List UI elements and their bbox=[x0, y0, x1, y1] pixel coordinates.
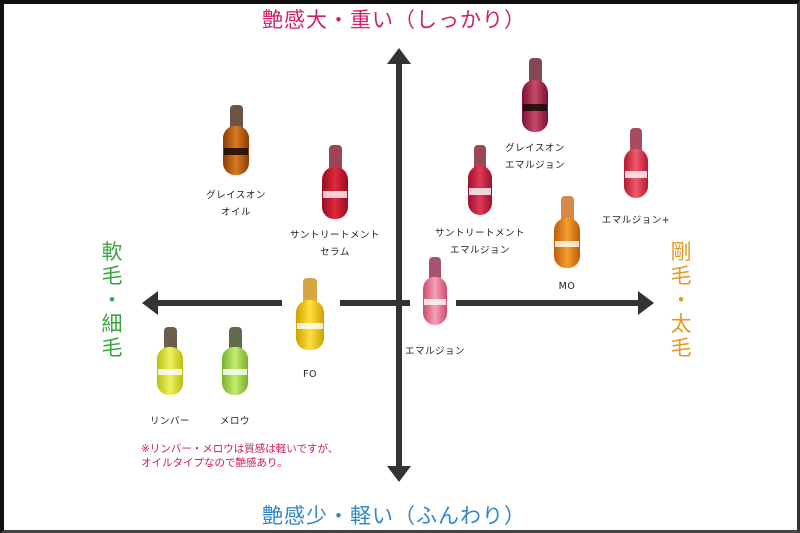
product-mellow: メロウ bbox=[205, 327, 265, 430]
bottle-icon bbox=[423, 257, 447, 325]
product-name: MO bbox=[558, 281, 576, 292]
product-mo: MO bbox=[537, 196, 597, 295]
product-name: グレイスオン エマルジョン bbox=[504, 143, 565, 171]
horizontal-axis-line-mid bbox=[340, 300, 410, 306]
product-name: リンバー bbox=[149, 416, 190, 427]
product-name: エマルジョン bbox=[404, 346, 465, 357]
footnote: ※リンバー・メロウは質感は軽いですが、 オイルタイプなので艶感あり。 bbox=[141, 443, 339, 469]
bottle-icon bbox=[522, 58, 548, 132]
product-emulsion: エマルジョン bbox=[395, 257, 475, 360]
product-grayson-oil: グレイスオン オイル bbox=[196, 105, 276, 221]
axis-label-bottom: 艶感少・軽い（ふんわり） bbox=[262, 504, 526, 528]
product-name: FO bbox=[303, 369, 317, 380]
horizontal-axis-line-left bbox=[158, 300, 282, 306]
product-name: エマルジョン+ bbox=[601, 215, 671, 226]
arrow-up-icon bbox=[387, 48, 411, 64]
axis-label-left: 軟 毛 ・ 細 毛 bbox=[101, 240, 123, 360]
product-sun-treatment-emulsion: サントリートメント エマルジョン bbox=[425, 145, 535, 259]
product-limber: リンバー bbox=[140, 327, 200, 430]
product-fo: FO bbox=[280, 278, 340, 383]
product-name: サントリートメント セラム bbox=[289, 230, 380, 258]
product-name: グレイスオン オイル bbox=[206, 190, 266, 218]
vertical-axis-line bbox=[396, 62, 402, 467]
bottle-icon bbox=[322, 145, 348, 219]
axis-label-top: 艶感大・重い（しっかり） bbox=[262, 8, 526, 32]
bottle-icon bbox=[157, 327, 183, 395]
arrow-down-icon bbox=[387, 466, 411, 482]
bottle-icon bbox=[624, 128, 648, 198]
bottle-icon bbox=[222, 327, 248, 395]
product-grayson-emulsion: グレイスオン エマルジョン bbox=[495, 58, 575, 174]
bottle-icon bbox=[468, 145, 492, 215]
bottle-icon bbox=[554, 196, 580, 268]
product-sun-treatment-serum: サントリートメント セラム bbox=[280, 145, 390, 261]
product-name: メロウ bbox=[219, 416, 250, 427]
product-name: サントリートメント エマルジョン bbox=[434, 228, 525, 256]
bottle-icon bbox=[296, 278, 324, 350]
horizontal-axis-line-right bbox=[456, 300, 640, 306]
product-emulsion-plus: エマルジョン+ bbox=[596, 128, 676, 229]
arrow-right-icon bbox=[638, 291, 654, 315]
arrow-left-icon bbox=[142, 291, 158, 315]
bottle-icon bbox=[223, 105, 249, 175]
axis-label-right: 剛 毛 ・ 太 毛 bbox=[670, 240, 692, 360]
